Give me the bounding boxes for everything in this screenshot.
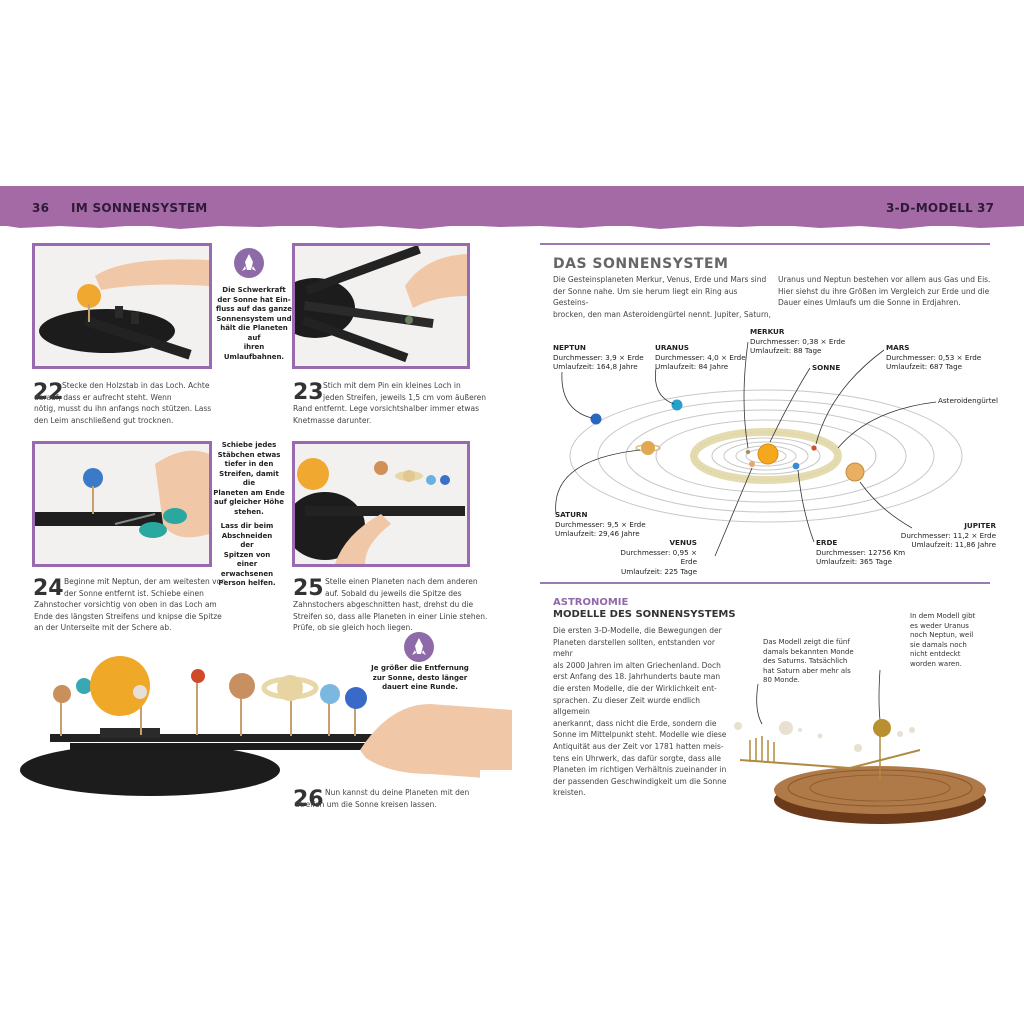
right-page-title: 3-D-MODELL xyxy=(886,201,974,215)
step-text-24: Beginne mit Neptun, der am weitesten von… xyxy=(34,577,226,632)
note-saturn-moons: Das Modell zeigt die fünf damals bekannt… xyxy=(763,638,854,684)
divider-top xyxy=(540,243,990,245)
divider-middle xyxy=(540,582,990,584)
photo-step-25 xyxy=(292,441,470,567)
label-asteroid-belt: Asteroidengürtel xyxy=(938,396,998,405)
rocket-icon xyxy=(234,248,264,278)
astro-title: MODELLE DES SONNENSYSTEMS xyxy=(553,609,736,620)
step-text-22: Stecke den Holzstab in das Loch. Achte d… xyxy=(34,381,212,425)
step-number-26: 26 xyxy=(293,787,324,812)
solar-system-diagram xyxy=(555,341,963,557)
header-band xyxy=(0,186,1024,226)
note-uranus-neptun: In dem Modell gibt es weder Uranus noch … xyxy=(910,612,976,668)
solar-title: DAS SONNENSYSTEM xyxy=(553,256,729,272)
orrery-illustration xyxy=(734,669,986,824)
right-page-number: 37 xyxy=(977,201,995,215)
photo-step-23 xyxy=(292,243,470,369)
solar-intro-left: Die Gesteinsplaneten Merkur, Venus, Erde… xyxy=(553,275,772,319)
step-text-25: Stelle einen Planeten nach dem anderen a… xyxy=(293,577,488,632)
photo-step-24 xyxy=(32,441,212,567)
left-page-title: IM SONNENSYSTEM xyxy=(71,201,208,215)
solar-intro-right: Uranus und Neptun bestehen vor allem aus… xyxy=(778,275,991,308)
callout-gravity: Die Schwerkraft der Sonne hat Ein- fluss… xyxy=(216,248,292,362)
photo-finished-model xyxy=(10,640,512,840)
callout-distance: Je größer die Entfernung zur Sonne, dest… xyxy=(371,664,469,691)
left-page-number: 36 xyxy=(32,201,50,215)
rocket-icon xyxy=(404,632,434,662)
callout-adult: Lass dir beim Abschneiden der Spitzen vo… xyxy=(218,522,276,587)
torn-edge xyxy=(0,222,1024,229)
step-text-26: Nun kannst du deine Planeten mit den Str… xyxy=(295,788,470,809)
step-number-23: 23 xyxy=(293,380,324,405)
step-number-22: 22 xyxy=(33,380,64,405)
step-text-23: Stich mit dem Pin ein kleines Loch in je… xyxy=(293,381,487,425)
callout-distance-rocket xyxy=(404,632,434,662)
step-number-25: 25 xyxy=(293,576,324,601)
photo-step-22 xyxy=(32,243,212,369)
label-sonne: SONNE xyxy=(812,363,841,372)
callout-sticks: Schiebe jedes Stäbchen etwas tiefer in d… xyxy=(213,441,285,516)
step-number-24: 24 xyxy=(33,576,64,601)
astro-kicker: ASTRONOMIE xyxy=(553,597,629,608)
astro-body: Die ersten 3-D-Modelle, die Bewegungen d… xyxy=(553,626,727,798)
